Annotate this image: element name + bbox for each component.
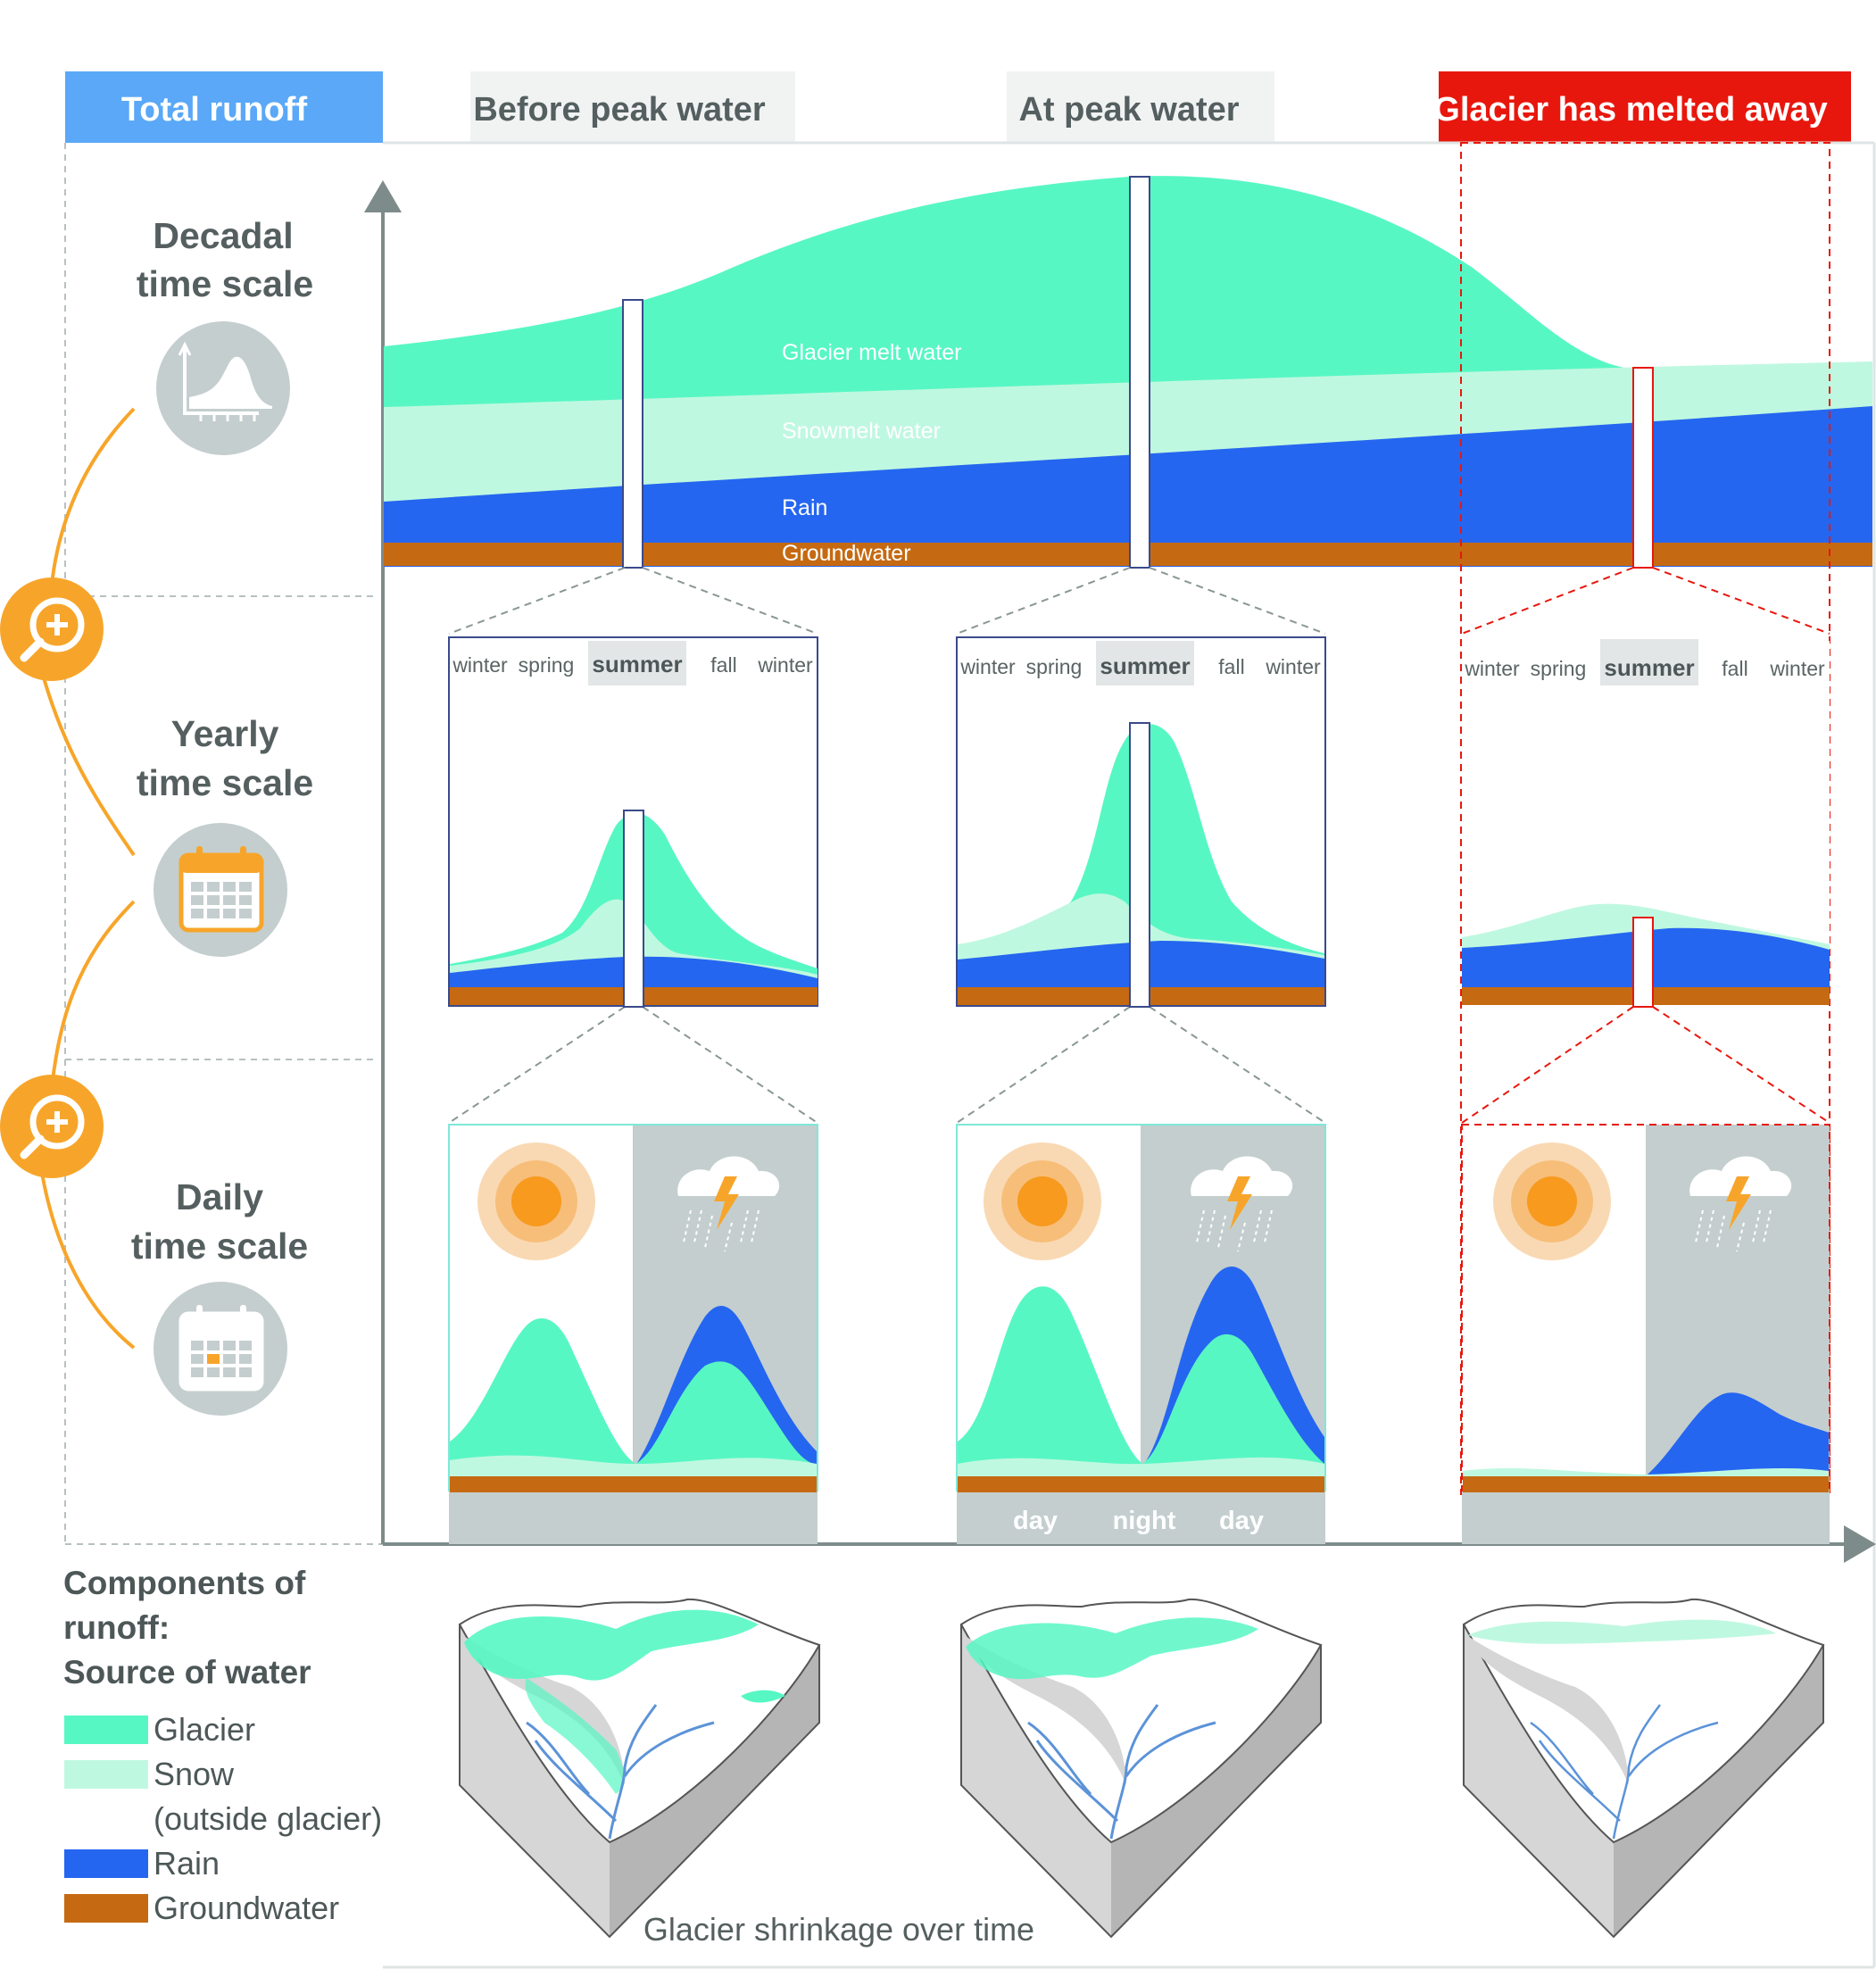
slice-marker-peak [1129,176,1150,569]
y-axis-arrow [364,180,402,212]
season-summer: summer [1100,652,1190,679]
legend-swatch-snow [64,1760,148,1789]
melted-away-header-bg [1439,71,1851,143]
decadal-scale: Decadal time scale [137,215,313,455]
season-winter: winter [1769,657,1825,680]
before-peak-header-bg [470,71,795,143]
daily-title-1: Daily [176,1176,263,1217]
daily-panel-peak: day night day [956,1124,1326,1544]
rain-layer [384,406,1872,567]
season-spring: spring [1531,657,1587,680]
legend-title-3: Source of water [63,1654,311,1691]
season-fall: fall [1722,657,1747,680]
season-winter: winter [1265,655,1321,678]
zoom-in-icon[interactable] [0,577,104,681]
decadal-chart: Glacier melt water Snowmelt water Rain G… [384,176,1872,569]
glacier-layer-label: Glacier melt water [782,340,961,365]
storm-cloud-icon [1191,1156,1293,1252]
storm-cloud-icon [1689,1156,1792,1252]
daily-title-2: time scale [131,1225,308,1267]
daily-panel-melted [1461,1124,1830,1544]
decadal-title-1: Decadal [153,215,293,256]
melted-away-header: Glacier has melted away [1433,91,1827,129]
season-winter: winter [959,655,1016,678]
yearly-panel-melted: winter spring summer fall winter [1462,639,1830,1008]
zoom-connectors [38,407,136,1350]
slice-marker-before [622,299,643,569]
yearly-title-1: Yearly [171,713,279,754]
calendar-icon [154,823,287,957]
snow-layer-label: Snowmelt water [782,419,941,444]
legend: Components of runoff: Source of water Gl… [63,1565,382,1926]
at-peak-header-bg [1007,71,1274,143]
legend-swatch-rain [64,1849,148,1878]
season-winter: winter [452,653,508,677]
season-summer: summer [1604,654,1694,681]
decadal-title-2: time scale [137,263,313,304]
x-axis-arrow [1844,1525,1876,1563]
season-fall: fall [710,653,736,677]
daily-panel-before [448,1124,818,1544]
legend-title-2: runoff: [63,1609,170,1646]
legend-swatch-glacier [64,1716,148,1744]
legend-label-snow-note: (outside glacier) [154,1800,382,1837]
terrain-melted [1462,1598,1825,1939]
terrain-before [458,1598,821,1939]
x-axis-label: Glacier shrinkage over time [643,1911,1034,1948]
season-winter: winter [757,653,813,677]
zoom-in-icon[interactable] [0,1075,104,1178]
yearly-scale: Yearly time scale [137,713,313,957]
legend-title-1: Components of [63,1565,306,1601]
season-spring: spring [1026,655,1083,678]
header-row: Total runoff Before peak water At peak w… [65,71,1851,143]
at-peak-header: At peak water [1018,91,1239,129]
sun-icon [984,1142,1101,1260]
total-runoff-header-bg [65,71,383,143]
rain-layer-label: Rain [782,495,827,520]
legend-label-rain: Rain [154,1845,220,1882]
sun-icon [1493,1142,1611,1260]
legend-swatch-groundwater [64,1894,148,1923]
daily-label-day: day [1219,1507,1264,1535]
slice-marker-melted [1632,367,1654,569]
chart-icon [156,321,290,455]
yearly-title-2: time scale [137,762,313,803]
season-summer: summer [592,651,682,677]
daily-scale: Daily time scale [131,1176,308,1416]
yearly-panel-before: winter spring summer fall winter [448,636,818,1008]
storm-cloud-icon [677,1156,780,1252]
season-fall: fall [1218,655,1244,678]
season-spring: spring [519,653,575,677]
legend-label-glacier: Glacier [154,1711,255,1748]
legend-label-groundwater: Groundwater [154,1890,339,1926]
calendar-day-icon [154,1282,287,1416]
yearly-panel-peak: winter spring summer fall winter [956,636,1326,1008]
total-runoff-header: Total runoff [121,91,308,129]
legend-label-snow: Snow [154,1756,235,1792]
season-winter: winter [1464,657,1520,680]
terrain-peak [959,1598,1323,1939]
daily-label-day: day [1013,1507,1058,1535]
daily-label-night: night [1113,1507,1176,1535]
before-peak-header: Before peak water [473,91,766,129]
sun-icon [477,1142,595,1260]
groundwater-layer-label: Groundwater [782,541,911,566]
